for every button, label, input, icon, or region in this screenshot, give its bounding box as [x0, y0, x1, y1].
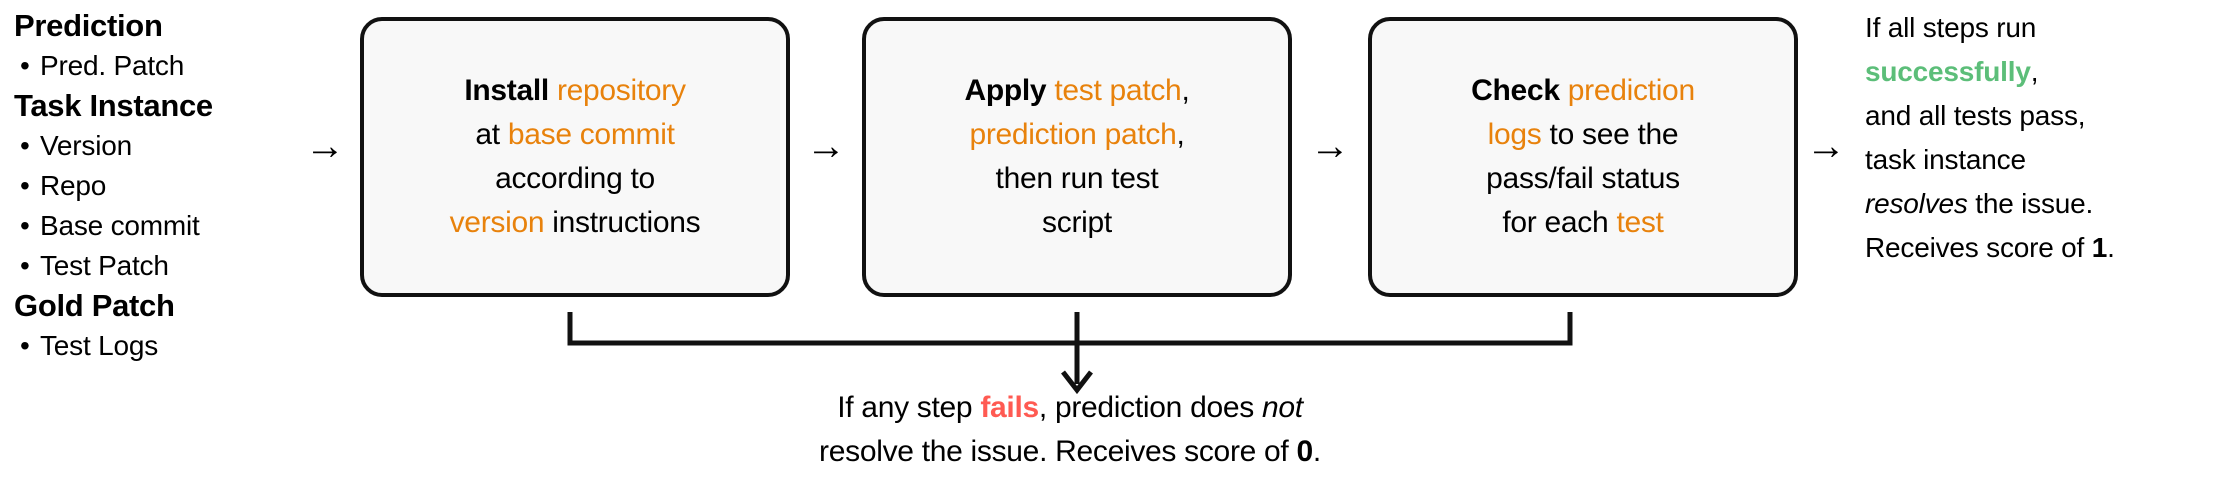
success-outcome-line-5-run-0: Receives score of — [1865, 232, 2092, 263]
step-apply-line-1-run-0: prediction patch — [969, 118, 1177, 151]
success-outcome-line-3: task instance — [1865, 138, 2225, 182]
step-install-line-1-run-1: base commit — [507, 118, 675, 151]
success-outcome-line-4: resolves the issue. — [1865, 182, 2225, 226]
fail-outcome-line-1: resolve the issue. Receives score of 0. — [560, 430, 1580, 474]
step-check-line-2: pass/fail status — [1471, 157, 1695, 201]
step-apply-line-1-run-1: , — [1176, 118, 1185, 151]
step-check-line-0-run-1: prediction — [1567, 74, 1695, 107]
artifact-list-item: Pred. Patch — [20, 46, 314, 86]
step-box-apply: Apply test patch,prediction patch,then r… — [862, 17, 1292, 297]
flow-arrow-icon-3: → — [1806, 124, 1846, 168]
fail-bracket-connector — [567, 312, 1573, 395]
step-check-line-1: logs to see the — [1471, 113, 1695, 157]
artifact-group-heading: Prediction — [14, 8, 163, 43]
success-outcome-line-0: If all steps run — [1865, 6, 2225, 50]
step-apply-line-1: prediction patch, — [964, 113, 1189, 157]
success-outcome-line-4-run-0: resolves — [1865, 188, 1968, 219]
fail-outcome-line-0-run-3: not — [1261, 391, 1303, 424]
success-outcome-line-1-run-1: , — [2030, 56, 2039, 87]
step-check-line-0: Check prediction — [1471, 69, 1695, 113]
step-apply-line-2-run-0: then run test — [995, 162, 1159, 195]
step-install-line-0-run-0: Install — [464, 74, 557, 107]
fail-outcome-line-1-run-1: 0 — [1296, 435, 1314, 468]
fail-outcome-line-0-run-2: , prediction does — [1038, 391, 1262, 424]
step-install-line-3-run-1: instructions — [544, 206, 701, 239]
success-outcome-line-5: Receives score of 1. — [1865, 226, 2225, 270]
step-install-line-2-run-0: according to — [495, 162, 655, 195]
step-install-line-1: at base commit — [450, 113, 701, 157]
artifact-list-item: Version — [20, 126, 314, 166]
success-outcome-line-2-run-0: and all tests pass, — [1865, 100, 2086, 131]
step-install-line-1-run-0: at — [475, 118, 508, 151]
fail-outcome-line-0-run-1: fails — [980, 391, 1039, 424]
fail-outcome-line-0: If any step fails, prediction does not — [560, 386, 1580, 430]
fail-outcome-line-1-run-0: resolve the issue. Receives score of — [819, 435, 1297, 468]
artifact-list-item: Test Logs — [20, 326, 314, 366]
step-check-line-1-run-1: to see the — [1541, 118, 1679, 151]
success-outcome-line-4-run-1: the issue. — [1967, 188, 2094, 219]
fail-outcome-line-1-run-2: . — [1312, 435, 1321, 468]
step-apply-line-3: script — [964, 201, 1189, 245]
success-outcome-line-2: and all tests pass, — [1865, 94, 2225, 138]
step-check-line-3-run-1: test — [1616, 206, 1664, 239]
artifact-list-item: Repo — [20, 166, 314, 206]
step-apply-line-3-run-0: script — [1042, 206, 1112, 239]
fail-bracket-path — [567, 312, 1573, 346]
artifact-group-list: Pred. Patch — [14, 46, 314, 86]
artifact-group-list: Test Logs — [14, 326, 314, 366]
step-check-line-3-run-0: for each — [1502, 206, 1617, 239]
artifact-list-item: Test Patch — [20, 246, 314, 286]
success-outcome-text: If all steps run successfully, and all tes… — [1865, 6, 2225, 270]
step-apply-line-0-run-1: test patch — [1054, 74, 1182, 107]
artifact-group-list: VersionRepoBase commitTest Patch — [14, 126, 314, 286]
step-check-line-1-run-0: logs — [1487, 118, 1542, 151]
success-outcome-line-5-run-2: . — [2107, 232, 2115, 263]
step-install-line-3-run-0: version — [449, 206, 545, 239]
step-install-line-0: Install repository — [450, 69, 701, 113]
success-outcome-line-1-run-0: successfully — [1865, 56, 2031, 87]
step-box-apply-text: Apply test patch,prediction patch,then r… — [948, 69, 1205, 245]
step-apply-line-0: Apply test patch, — [964, 69, 1189, 113]
success-outcome-line-5-run-1: 1 — [2091, 232, 2108, 263]
step-apply-line-2: then run test — [964, 157, 1189, 201]
step-apply-line-0-run-2: , — [1181, 74, 1190, 107]
step-install-line-0-run-1: repository — [556, 74, 686, 107]
flow-arrow-icon-2: → — [1310, 124, 1350, 168]
step-check-line-3: for each test — [1471, 201, 1695, 245]
step-install-line-2: according to — [450, 157, 701, 201]
step-install-line-3: version instructions — [450, 201, 701, 245]
artifact-group-heading: Task Instance — [14, 88, 213, 123]
success-outcome-line-0-run-0: If all steps run — [1865, 12, 2037, 43]
success-outcome-line-3-run-0: task instance — [1865, 144, 2026, 175]
step-apply-line-0-run-0: Apply — [964, 74, 1055, 107]
success-outcome-line-1: successfully, — [1865, 50, 2225, 94]
artifact-group-heading: Gold Patch — [14, 288, 175, 323]
step-check-line-0-run-0: Check — [1471, 74, 1568, 107]
flow-arrow-icon-1: → — [806, 124, 846, 168]
flow-arrow-icon-0: → — [305, 124, 345, 168]
step-check-line-2-run-0: pass/fail status — [1486, 162, 1680, 195]
artifact-list-item: Base commit — [20, 206, 314, 246]
fail-outcome-line-0-run-0: If any step — [837, 391, 981, 424]
